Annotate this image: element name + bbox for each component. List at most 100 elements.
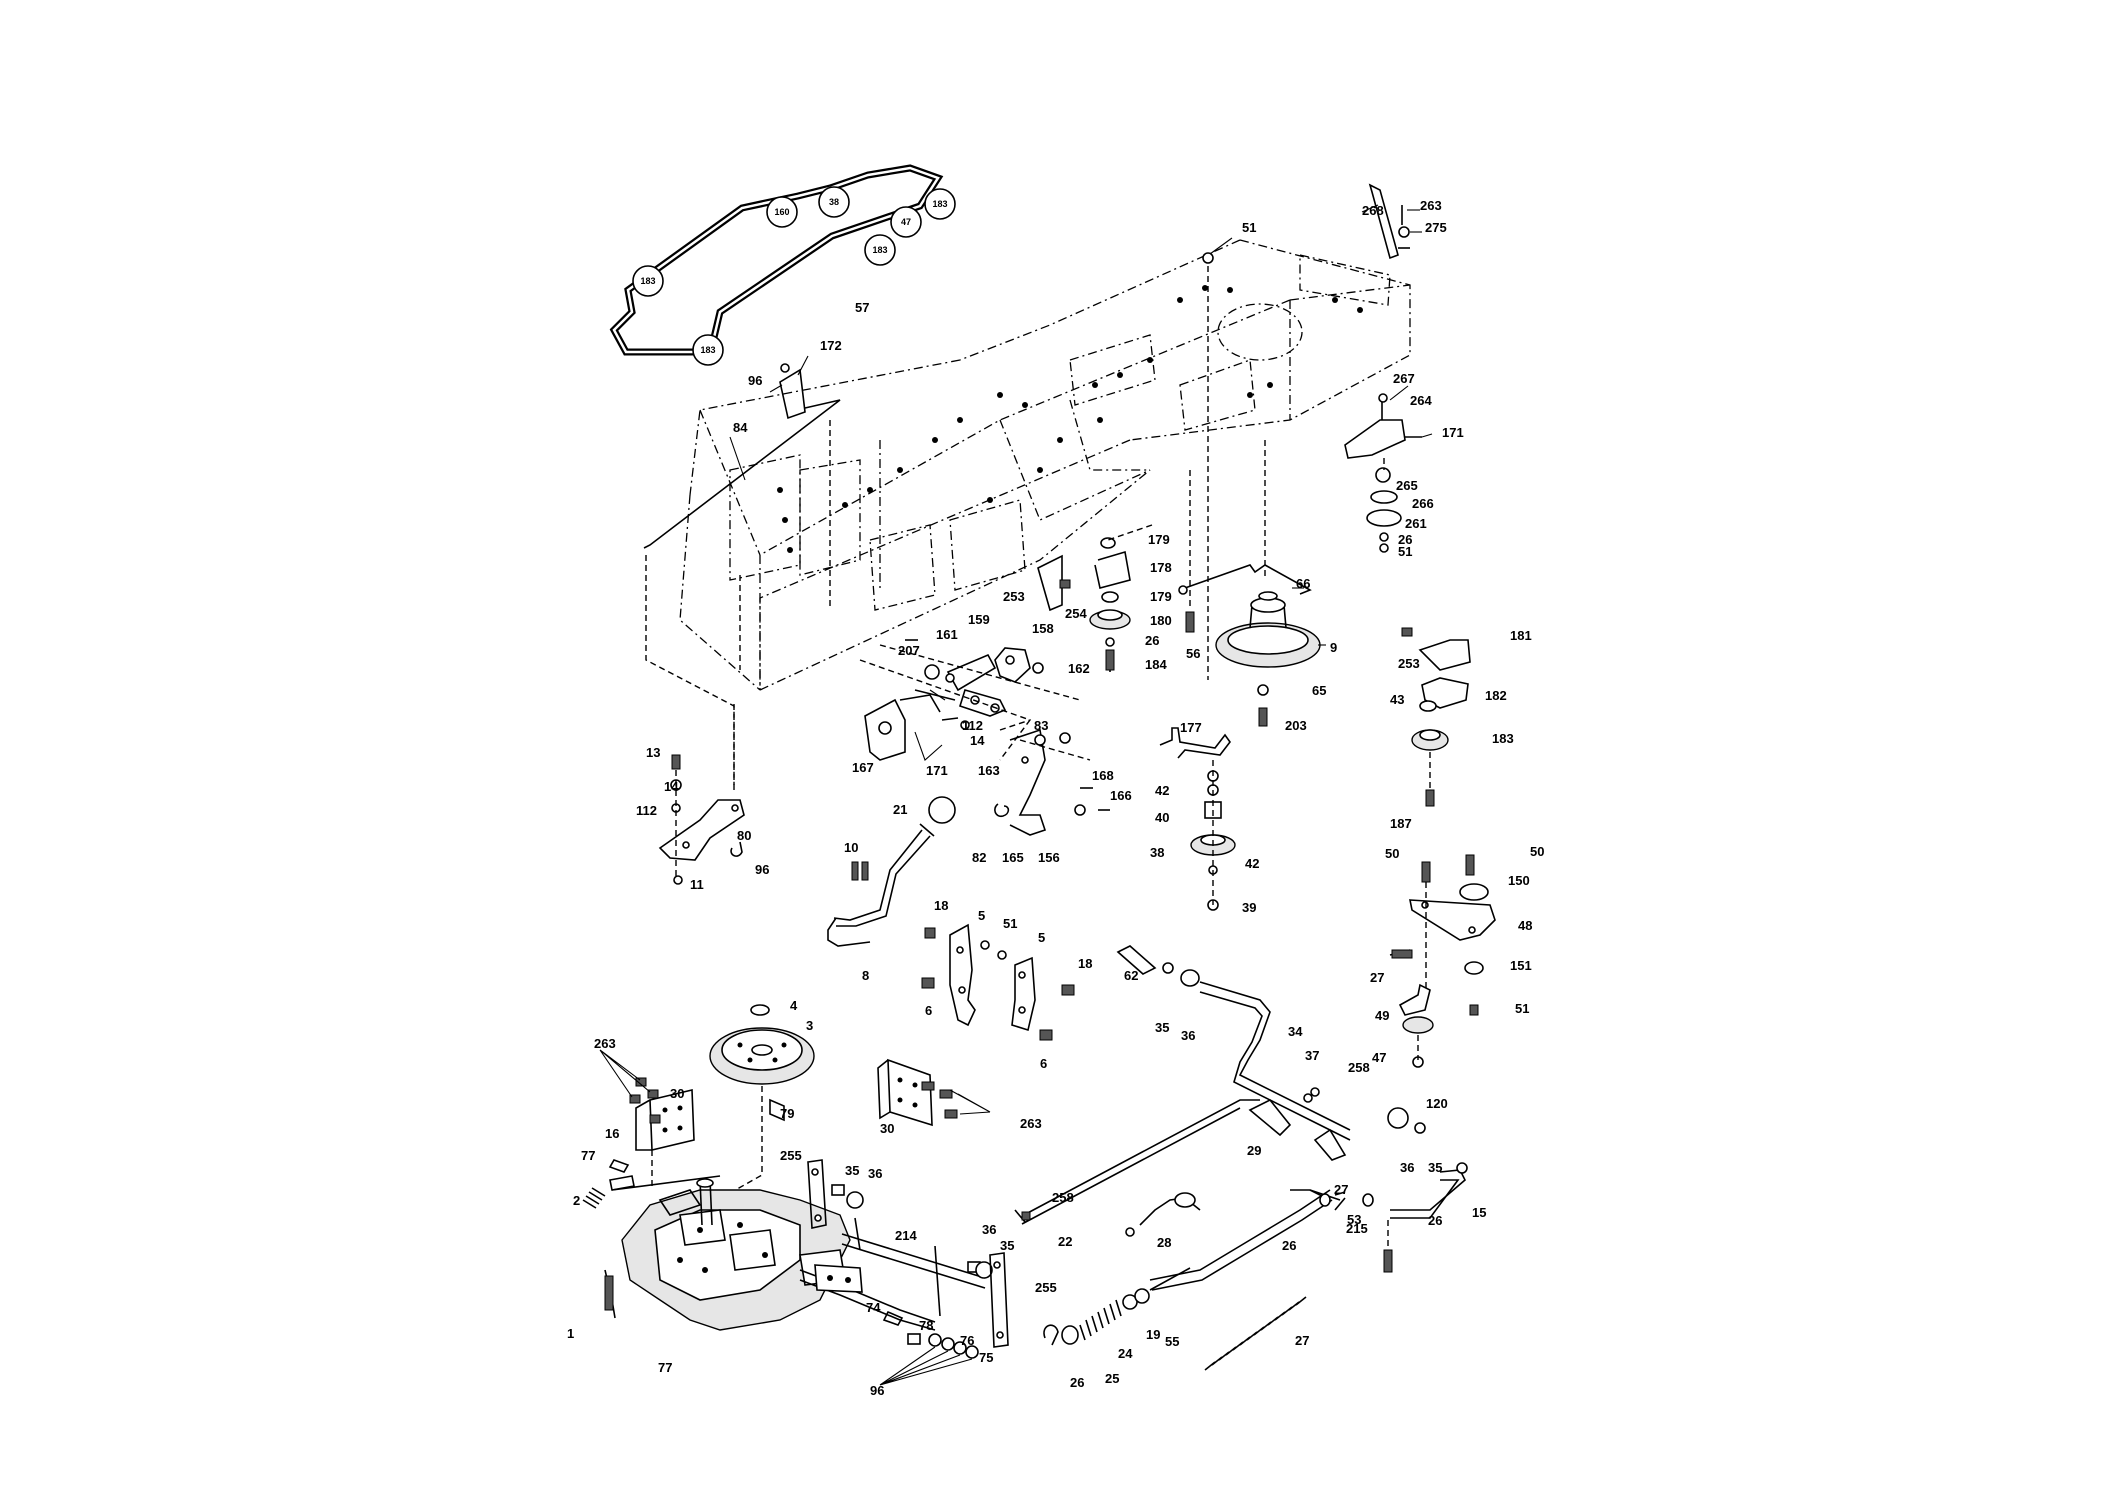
part-number-label: 275 [1425, 220, 1447, 235]
part-number-label: 112 [636, 803, 657, 818]
part-number-label: 21 [893, 802, 907, 817]
part-number-label: 214 [895, 1228, 917, 1243]
part-number-label: 13 [646, 745, 660, 760]
part-number-label: 2 [573, 1193, 580, 1208]
part-number-label: 50 [1385, 846, 1399, 861]
part-number-label: 51 [1242, 220, 1256, 235]
part-number-label: 161 [936, 627, 958, 642]
part-number-label: 150 [1508, 873, 1530, 888]
clutch-pulley-9 [1215, 440, 1326, 727]
idler-arm-48 [1389, 854, 1496, 1068]
pulley-label: 183 [872, 245, 887, 255]
part-number-label: 112 [962, 718, 983, 733]
part-number-label: 80 [737, 828, 751, 843]
part-number-label: 268 [1362, 203, 1384, 218]
part-number-label: 77 [581, 1148, 595, 1163]
part-number-label: 184 [1145, 657, 1167, 672]
part-number-label: 48 [1518, 918, 1532, 933]
brackets-5 [921, 923, 1075, 1041]
part-number-label: 49 [1375, 1008, 1389, 1023]
part-number-label: 83 [1034, 718, 1048, 733]
part-number-label: 171 [926, 763, 948, 778]
part-number-label: 39 [1242, 900, 1256, 915]
part-number-label: 26 [1070, 1375, 1084, 1390]
part-number-label: 5 [1038, 930, 1045, 945]
part-number-label: 6 [925, 1003, 932, 1018]
part-number-label: 42 [1155, 783, 1169, 798]
part-number-label: 258 [1052, 1190, 1074, 1205]
part-number-label: 56 [1186, 646, 1200, 661]
pulley-label: 183 [700, 345, 715, 355]
part-number-label: 16 [605, 1126, 619, 1141]
part-number-label: 14 [970, 733, 985, 748]
part-number-label: 263 [594, 1036, 616, 1051]
part-number-label: 57 [855, 300, 869, 315]
part-number-label: 36 [1400, 1160, 1414, 1175]
part-number-label: 254 [1065, 606, 1087, 621]
part-number-label: 156 [1038, 850, 1060, 865]
part-number-label: 27 [1370, 970, 1384, 985]
part-number-label: 27 [1295, 1333, 1309, 1348]
part-number-label: 11 [690, 877, 704, 892]
belt-pulley: 183 [864, 234, 896, 266]
part-number-label: 36 [868, 1166, 882, 1181]
transaxle-pulley-3 [699, 1004, 815, 1211]
part-number-label: 42 [1245, 856, 1259, 871]
part-number-label: 74 [866, 1300, 881, 1315]
part-number-label: 79 [780, 1106, 794, 1121]
part-number-label: 75 [979, 1350, 993, 1365]
part-number-label: 76 [960, 1333, 974, 1348]
part-number-label: 30 [880, 1121, 894, 1136]
part-number-label: 65 [1312, 683, 1326, 698]
part-number-label: 96 [748, 373, 762, 388]
belt-pulley: 47 [890, 206, 922, 238]
frame-outline [679, 239, 1411, 691]
part-number-label: 36 [1181, 1028, 1195, 1043]
part-number-label: 96 [870, 1383, 884, 1398]
control-rods [1014, 1087, 1468, 1291]
part-number-label: 47 [1372, 1050, 1386, 1065]
part-number-label: 182 [1485, 688, 1507, 703]
part-number-label: 9 [1330, 640, 1337, 655]
part-number-label: 55 [1165, 1334, 1179, 1349]
drive-belt-57: 183 160 38 47 183 183 183 [609, 164, 956, 366]
part-number-label: 14 [664, 779, 679, 794]
part-number-label: 4 [790, 998, 798, 1013]
idler-bracket-264 [1344, 385, 1433, 553]
part-number-label: 51 [1515, 1001, 1529, 1016]
part-number-label: 162 [1068, 661, 1090, 676]
part-number-label: 82 [972, 850, 986, 865]
bracket-268 [1361, 183, 1422, 260]
part-number-label: 51 [1003, 916, 1017, 931]
transaxle-1 [604, 1175, 936, 1331]
part-number-label: 35 [845, 1163, 859, 1178]
part-number-label: 261 [1405, 516, 1427, 531]
part-number-label: 263 [1420, 198, 1442, 213]
part-number-label: 1 [567, 1326, 574, 1341]
part-number-label: 43 [1390, 692, 1404, 707]
part-number-label: 179 [1150, 589, 1172, 604]
part-number-label: 158 [1032, 621, 1054, 636]
part-number-label: 263 [1020, 1116, 1042, 1131]
part-number-label: 22 [1058, 1234, 1072, 1249]
part-number-label: 120 [1426, 1096, 1448, 1111]
pulley-label: 183 [932, 199, 947, 209]
part-number-label: 19 [1146, 1327, 1160, 1342]
part-number-label: 10 [844, 840, 858, 855]
springs [1043, 1267, 1307, 1371]
part-number-label: 26 [1145, 633, 1159, 648]
part-number-label: 78 [919, 1318, 933, 1333]
belt-pulley: 183 [924, 188, 956, 220]
part-number-label: 266 [1412, 496, 1434, 511]
part-number-label: 166 [1110, 788, 1132, 803]
part-number-label: 35 [1428, 1160, 1442, 1175]
part-number-label: 6 [1040, 1056, 1047, 1071]
pulley-label: 160 [774, 207, 789, 217]
part-number-label: 167 [852, 760, 874, 775]
part-number-label: 267 [1393, 371, 1415, 386]
part-number-label: 181 [1510, 628, 1532, 643]
part-number-label: 207 [898, 643, 920, 658]
